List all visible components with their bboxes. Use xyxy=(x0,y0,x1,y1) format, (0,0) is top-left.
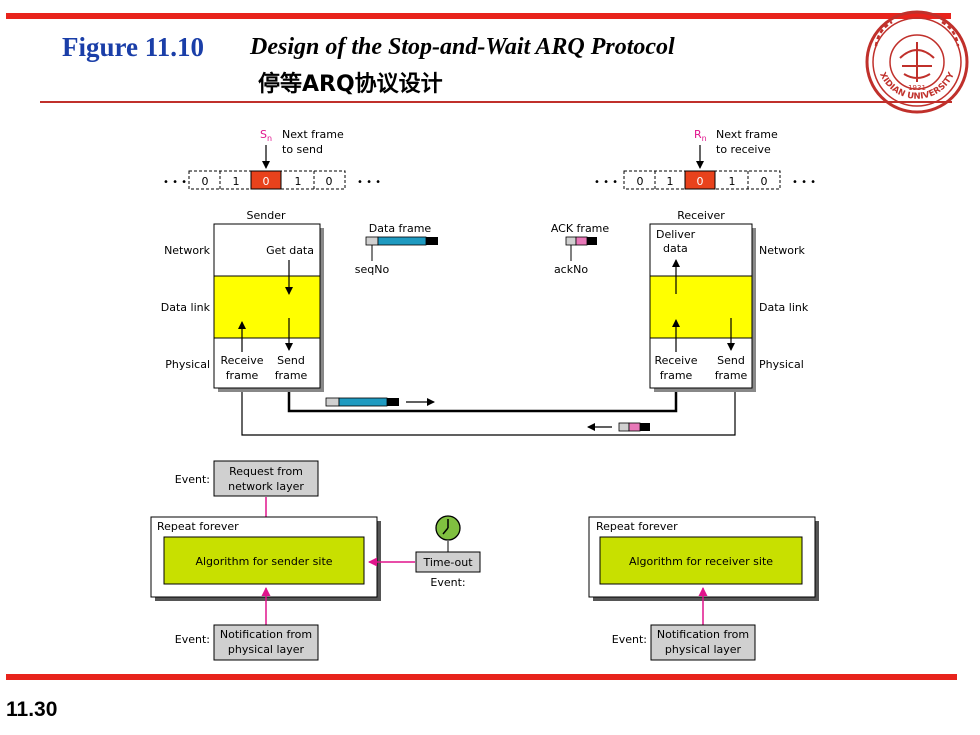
sender-algorithm-label: Algorithm for sender site xyxy=(195,555,332,568)
receiver-title: Receiver xyxy=(677,209,725,222)
sender-cell: 0 xyxy=(263,175,270,188)
sender-event-bottom-box xyxy=(213,624,319,661)
figure-label: Figure 11.10 xyxy=(62,32,205,62)
ack-channel-line xyxy=(241,392,736,436)
ack-frame-field: ackNo xyxy=(554,263,588,276)
header-underline xyxy=(40,101,952,103)
sender-cell: 0 xyxy=(326,175,333,188)
figure-title-chinese: 停等ARQ协议设计 xyxy=(258,72,443,97)
data-frame-label: Data frame xyxy=(369,222,432,235)
sender-layer-physical: Physical xyxy=(165,358,210,371)
data-frame-field: seqNo xyxy=(355,263,390,276)
sender-event-bottom-label: Event: xyxy=(175,633,210,646)
data-channel-line xyxy=(287,392,678,413)
sender-get-data: Get data xyxy=(266,244,314,257)
sender-cell: 1 xyxy=(295,175,302,188)
sender-layer-datalink: Data link xyxy=(161,301,211,314)
sender-send-frame-2: frame xyxy=(275,369,308,382)
sender-ellipsis-left: • • • xyxy=(163,177,187,188)
sender-datalink-layer xyxy=(213,275,321,339)
sender-current-cell xyxy=(250,170,282,190)
sender-title: Sender xyxy=(247,209,286,222)
sender-cell: 0 xyxy=(202,175,209,188)
receiver-receive-frame-1: Receive xyxy=(654,354,697,367)
ack-frame-label: ACK frame xyxy=(551,222,610,235)
sender-event-top-box xyxy=(213,460,319,497)
receiver-repeat-label: Repeat forever xyxy=(596,520,678,533)
clock-icon xyxy=(435,515,461,541)
receiver-ellipsis-left: • • • xyxy=(594,177,618,188)
receiver-var-r: Rn xyxy=(694,128,707,143)
page-number: 11.30 xyxy=(6,698,58,721)
sender-algorithm-box xyxy=(163,536,365,585)
receiver-datalink-layer xyxy=(649,275,753,339)
sender-send-frame-1: Send xyxy=(277,354,305,367)
receiver-layer-physical: Physical xyxy=(759,358,804,371)
sender-event-bottom-line2: physical layer xyxy=(228,643,305,656)
receiver-window-label-1: Next frame xyxy=(716,128,778,141)
timeout-box xyxy=(415,551,481,573)
ack-frame-in-transit xyxy=(618,422,650,432)
receiver-event-bottom-line2: physical layer xyxy=(665,643,742,656)
receiver-cell: 1 xyxy=(729,175,736,188)
receiver-window-label-2: to receive xyxy=(716,143,771,156)
sender-receive-frame-1: Receive xyxy=(220,354,263,367)
sender-var-s: Sn xyxy=(260,128,272,143)
receiver-cell: 0 xyxy=(697,175,704,188)
bottom-rule xyxy=(6,674,957,680)
sender-cell: 1 xyxy=(233,175,240,188)
receiver-algorithm-label: Algorithm for receiver site xyxy=(629,555,773,568)
sender-repeat-label: Repeat forever xyxy=(157,520,239,533)
university-seal-logo: 1931 XIDIAN UNIVERSITY xyxy=(865,10,969,114)
sender-event-top-line2: network layer xyxy=(228,480,304,493)
receiver-current-cell xyxy=(684,170,716,190)
sender-event-bottom-line1: Notification from xyxy=(220,628,312,641)
receiver-ellipsis-right: • • • xyxy=(792,177,816,188)
sender-event-top-label: Event: xyxy=(175,473,210,486)
receiver-send-frame-1: Send xyxy=(717,354,745,367)
receiver-event-bottom-label: Event: xyxy=(612,633,647,646)
receiver-layer-datalink: Data link xyxy=(759,301,809,314)
timeout-label: Time-out xyxy=(422,556,473,569)
sender-receive-frame-2: frame xyxy=(226,369,259,382)
top-rule xyxy=(6,13,951,19)
receiver-send-frame-2: frame xyxy=(715,369,748,382)
sender-event-top-line1: Request from xyxy=(229,465,303,478)
sender-window-label-2: to send xyxy=(282,143,323,156)
sender-ellipsis-right: • • • xyxy=(357,177,381,188)
receiver-layer-network: Network xyxy=(759,244,806,257)
figure-title: Design of the Stop-and-Wait ARQ Protocol xyxy=(250,34,675,60)
data-frame-icon xyxy=(365,236,438,246)
receiver-algorithm-box xyxy=(599,536,803,585)
receiver-cell: 1 xyxy=(667,175,674,188)
receiver-event-bottom-line1: Notification from xyxy=(657,628,749,641)
receiver-event-bottom-box xyxy=(650,624,756,661)
sender-layer-network: Network xyxy=(164,244,211,257)
receiver-receive-frame-2: frame xyxy=(660,369,693,382)
receiver-deliver-2: data xyxy=(663,242,688,255)
receiver-cell: 0 xyxy=(761,175,768,188)
receiver-cell: 0 xyxy=(637,175,644,188)
timeout-event: Event: xyxy=(430,576,465,589)
receiver-deliver-1: Deliver xyxy=(656,228,696,241)
ack-frame-icon xyxy=(565,236,597,246)
seal-year: 1931 xyxy=(908,84,926,92)
sender-window-label-1: Next frame xyxy=(282,128,344,141)
data-frame-in-transit xyxy=(325,397,399,407)
